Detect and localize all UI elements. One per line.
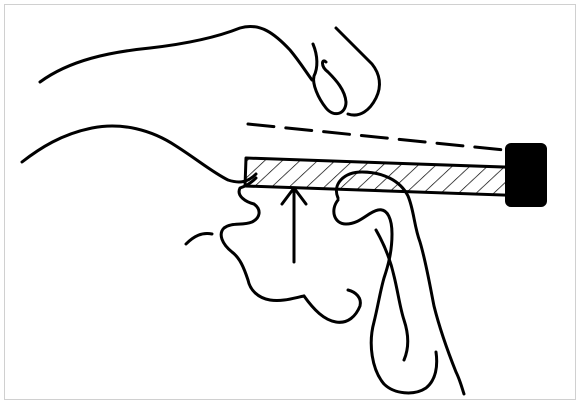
figure-frame [5, 5, 576, 400]
spatula-handle [506, 144, 546, 206]
